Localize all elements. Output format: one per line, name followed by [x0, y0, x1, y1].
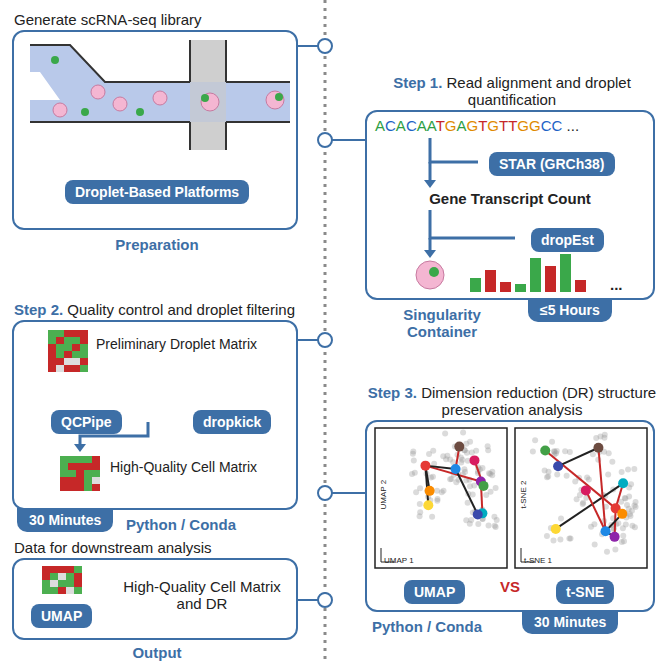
pill-text: QCPipe	[61, 414, 112, 430]
platform-pill: Droplet-Based Platforms	[65, 180, 249, 204]
time-tab: 30 Minutes	[522, 610, 618, 634]
pill-text: ≤5 Hours	[540, 302, 600, 318]
stage-heading: Generate scRNA-seq library	[14, 11, 300, 28]
stage-heading: Step 2. Quality control and droplet filt…	[14, 301, 300, 318]
pill-text: t-SNE	[566, 584, 604, 600]
embedding-plots	[375, 428, 647, 568]
stage-note: Preparation	[14, 236, 300, 253]
axis-label: UMAP 2	[379, 465, 388, 525]
tool-pill: dropEst	[531, 228, 604, 252]
timeline-marks	[298, 39, 365, 607]
matrix-label: High-Quality Cell Matrix	[110, 459, 280, 475]
count-bars	[470, 254, 586, 292]
matrix-label: Preliminary Droplet Matrix	[96, 336, 266, 352]
method-pill: UMAP	[404, 580, 465, 604]
tool-pill: QCPipe	[51, 410, 122, 434]
stage-note: Python / Conda	[372, 618, 512, 635]
vs-label: VS	[490, 578, 530, 595]
output-label: High-Quality Cell Matrix and DR	[112, 578, 292, 613]
method-pill: t-SNE	[556, 580, 614, 604]
pill-text: STAR (GRCh38)	[499, 156, 605, 172]
pill-text: UMAP	[41, 608, 82, 624]
stage-note: Output	[14, 644, 300, 661]
pill-text: Droplet-Based Platforms	[75, 184, 239, 200]
stage-heading: Step 3. Dimension reduction (DR) structu…	[367, 384, 657, 419]
tool-pill: dropkick	[193, 410, 271, 434]
tool-pill: STAR (GRCh38)	[489, 152, 615, 176]
time-tab: ≤5 Hours	[528, 298, 612, 322]
axis-label: t-SNE 1	[524, 556, 574, 565]
stage-box: Data for downstream analysisOutputUMAP	[12, 558, 298, 640]
method-pill: UMAP	[31, 604, 92, 628]
stage-heading: Data for downstream analysis	[14, 539, 300, 556]
axis-label: UMAP 1	[384, 556, 434, 565]
cell-icon	[416, 261, 444, 289]
pill-text: 30 Minutes	[29, 512, 101, 528]
stage-note: Singularity Container	[372, 306, 512, 341]
droplet-chip	[30, 40, 290, 150]
axis-label: t-SNE 2	[519, 465, 528, 525]
time-tab: 30 Minutes	[17, 508, 113, 532]
stage-note: Python / Conda	[126, 516, 296, 533]
stage-box: Generate scRNA-seq libraryPreparationDro…	[12, 30, 298, 230]
pill-text: 30 Minutes	[534, 614, 606, 630]
stage-heading: Step 1. Read alignment and droplet quant…	[367, 74, 657, 109]
pill-text: UMAP	[414, 584, 455, 600]
sequence: ACACAATGAGTGTTGGCC ...	[375, 117, 655, 134]
pill-text: dropEst	[541, 232, 594, 248]
ellipsis: ...	[610, 276, 640, 293]
pill-text: dropkick	[203, 414, 261, 430]
stage-label: Gene Transcript Count	[365, 190, 655, 207]
